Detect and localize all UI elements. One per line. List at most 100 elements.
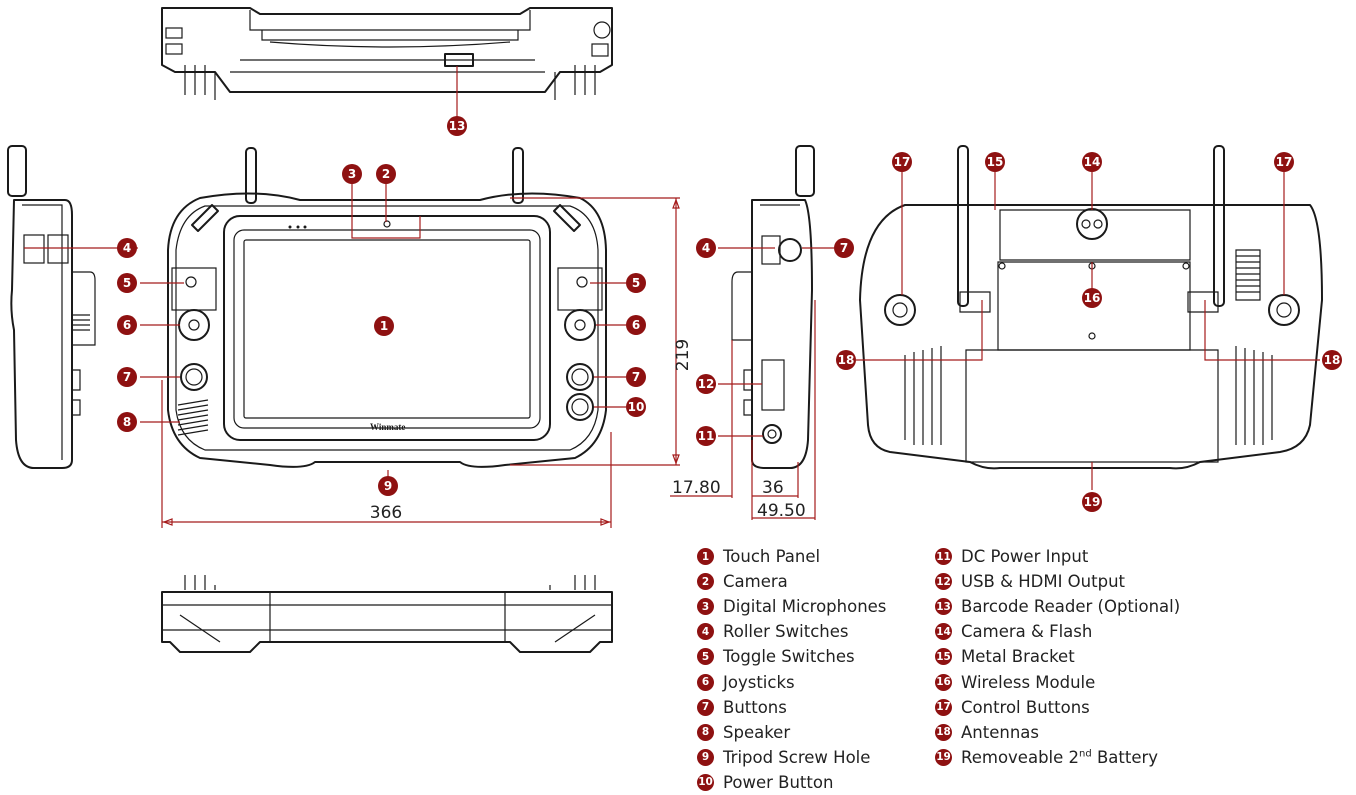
legend-item-antennas: 18 Antennas <box>935 720 1180 745</box>
legend-label: Removeable 2nd Battery <box>961 748 1158 767</box>
svg-text:16: 16 <box>1084 291 1101 305</box>
callout-14: 14 <box>1082 152 1102 172</box>
callout-11: 11 <box>696 426 716 446</box>
legend-label: Control Buttons <box>961 697 1090 717</box>
legend-number: 19 <box>935 748 952 766</box>
right-side-view <box>731 145 815 469</box>
svg-text:7: 7 <box>123 370 131 384</box>
legend-number: 12 <box>935 573 952 591</box>
callout-8: 8 <box>117 412 137 432</box>
callout-1: 1 <box>374 316 394 336</box>
legend-number: 10 <box>697 773 714 791</box>
callout-10: 10 <box>626 397 646 417</box>
legend-number: 16 <box>935 673 952 691</box>
svg-text:18: 18 <box>1324 353 1341 367</box>
svg-text:17: 17 <box>1276 155 1293 169</box>
depth-c-dimension-label: 49.50 <box>757 501 806 521</box>
svg-text:12: 12 <box>698 377 715 391</box>
legend-number: 15 <box>935 648 952 666</box>
callout-13: 13 <box>447 116 467 136</box>
callout-12: 12 <box>696 374 716 394</box>
legend-label: Power Button <box>723 772 834 792</box>
top-view <box>161 7 613 100</box>
callout-16: 16 <box>1082 288 1102 308</box>
svg-text:Winmate: Winmate <box>370 422 405 432</box>
legend-label: Camera <box>723 572 788 592</box>
legend-number: 13 <box>935 598 952 616</box>
svg-text:7: 7 <box>840 241 848 255</box>
svg-text:7: 7 <box>632 370 640 384</box>
callout-4-side: 4 <box>696 238 716 258</box>
callout-9: 9 <box>378 476 398 496</box>
legend-number: 6 <box>697 673 714 691</box>
legend-label: Digital Microphones <box>723 597 887 617</box>
svg-text:3: 3 <box>348 167 356 181</box>
legend-label-sup: nd <box>1079 748 1092 760</box>
legend-label: Tripod Screw Hole <box>723 747 871 767</box>
svg-text:10: 10 <box>628 400 645 414</box>
svg-text:11: 11 <box>698 429 715 443</box>
svg-text:18: 18 <box>838 353 855 367</box>
legend-number: 8 <box>697 723 714 741</box>
svg-text:6: 6 <box>123 318 131 332</box>
legend-label: Roller Switches <box>723 622 849 642</box>
callout-18-right: 18 <box>1322 350 1342 370</box>
svg-text:2: 2 <box>382 167 390 181</box>
callout-7-side: 7 <box>834 238 854 258</box>
front-view: Winmate <box>167 147 607 468</box>
legend-label: Metal Bracket <box>961 647 1075 667</box>
callout-17-left: 17 <box>892 152 912 172</box>
legend-number: 11 <box>935 548 952 566</box>
width-dimension-label: 366 <box>370 503 402 523</box>
legend-label: Wireless Module <box>961 672 1096 692</box>
svg-text:19: 19 <box>1084 495 1101 509</box>
bottom-view <box>161 575 613 653</box>
callout-19: 19 <box>1082 492 1102 512</box>
callout-17-right: 17 <box>1274 152 1294 172</box>
legend-label: Antennas <box>961 722 1039 742</box>
callout-15: 15 <box>985 152 1005 172</box>
callout-6-left: 6 <box>117 315 137 335</box>
callout-badges: 13 3 2 4 5 6 7 8 1 5 6 7 10 9 4 7 12 11 … <box>117 116 1342 512</box>
callout-7-left: 7 <box>117 367 137 387</box>
legend-number: 1 <box>697 548 714 566</box>
legend-number: 5 <box>697 648 714 666</box>
svg-text:4: 4 <box>702 241 710 255</box>
svg-text:5: 5 <box>123 276 131 290</box>
legend-label: Speaker <box>723 722 791 742</box>
height-dimension-label: 219 <box>673 339 693 371</box>
callout-5-left: 5 <box>117 273 137 293</box>
callout-6-right: 6 <box>626 315 646 335</box>
legend-item-speaker: 8 Speaker <box>697 720 886 745</box>
legend-number: 18 <box>935 723 952 741</box>
front-dimensions: 219 366 <box>161 197 693 528</box>
legend-label: Buttons <box>723 697 787 717</box>
legend-item-wireless-module: 16 Wireless Module <box>935 669 1180 694</box>
legend-item-roller-switches: 4 Roller Switches <box>697 619 886 644</box>
back-view <box>859 145 1323 470</box>
svg-text:13: 13 <box>449 119 466 133</box>
legend-label-suffix: Battery <box>1091 747 1159 767</box>
legend-number: 4 <box>697 623 714 641</box>
side-dimensions: 17.80 36 49.50 <box>670 300 816 521</box>
callout-5-right: 5 <box>626 273 646 293</box>
leader-lines <box>24 66 1320 490</box>
legend-number: 7 <box>697 698 714 716</box>
svg-text:17: 17 <box>894 155 911 169</box>
legend-label: USB & HDMI Output <box>961 572 1126 592</box>
legend-item-barcode-reader: 13 Barcode Reader (Optional) <box>935 594 1180 619</box>
legend-item-removeable-battery: 19 Removeable 2nd Battery <box>935 745 1180 770</box>
legend-label: Barcode Reader (Optional) <box>961 597 1181 617</box>
legend-label-text: Removeable 2 <box>961 747 1080 767</box>
legend-item-metal-bracket: 15 Metal Bracket <box>935 644 1180 669</box>
svg-text:6: 6 <box>632 318 640 332</box>
svg-text:5: 5 <box>632 276 640 290</box>
legend-number: 14 <box>935 623 952 641</box>
